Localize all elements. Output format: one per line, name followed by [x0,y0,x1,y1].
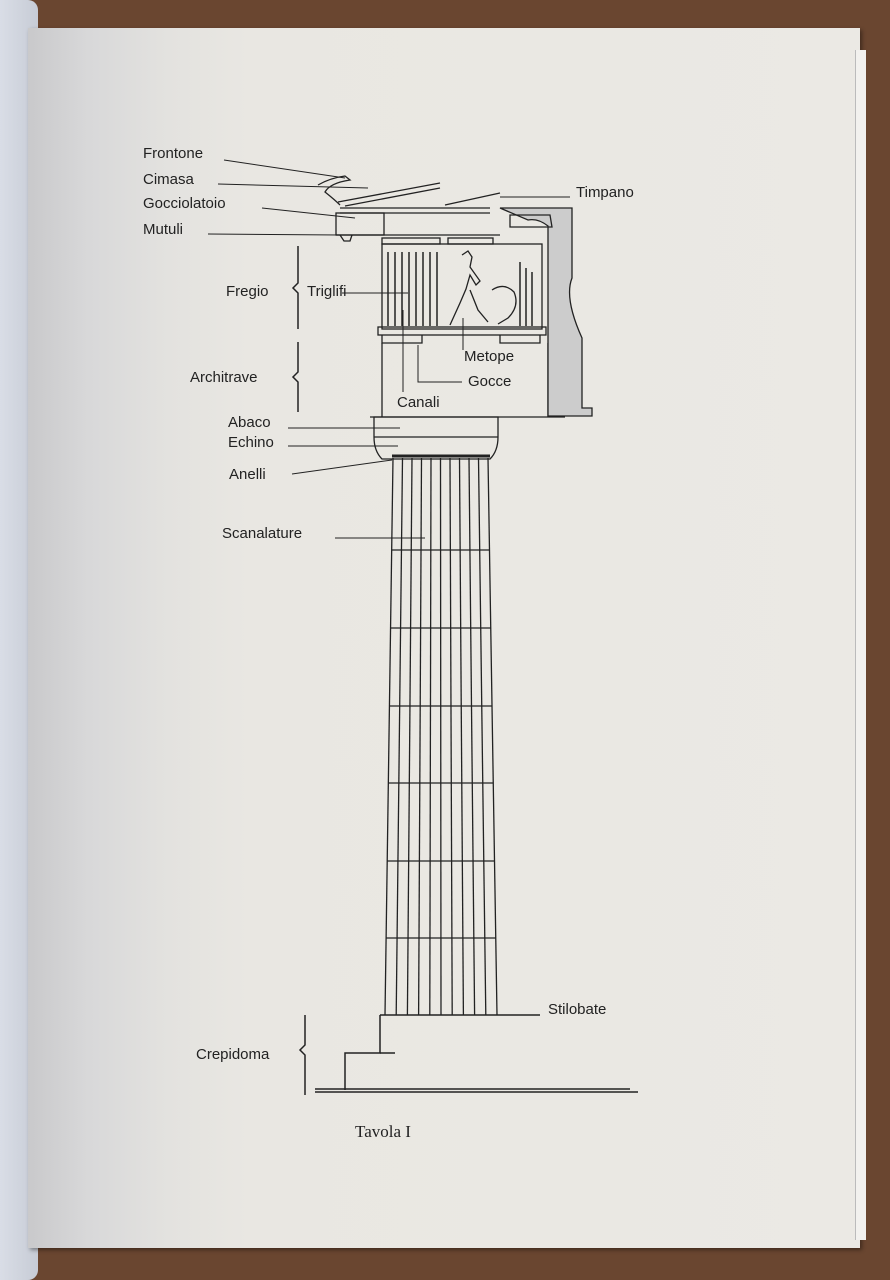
flute-line [395,457,404,1016]
flute-line [477,457,487,1016]
braces [291,246,306,1095]
label-timpano: Timpano [576,184,634,201]
label-stilobate: Stilobate [548,1001,607,1018]
flute-line [439,457,442,1016]
flute-line [487,457,498,1016]
book-page [28,28,860,1248]
label-architrave: Architrave [190,369,258,386]
crepidoma-steps [315,1014,638,1093]
frieze [377,243,547,344]
mutules [381,237,494,245]
label-fregio: Fregio [226,283,269,300]
label-gocce: Gocce [468,373,512,390]
plate-caption: Tavola I [355,1122,411,1141]
flute-line [384,457,394,1016]
flute-line [429,457,432,1016]
label-cimasa: Cimasa [143,171,194,188]
metope-sculpture [449,250,517,326]
flute-line [458,457,465,1016]
flute-line [406,457,413,1016]
label-gocciolatoio: Gocciolatoio [143,195,226,212]
label-echino: Echino [228,434,274,451]
label-canali: Canali [397,394,440,411]
label-triglifi: Triglifi [307,283,347,300]
label-anelli: Anelli [229,466,266,483]
label-crepidoma: Crepidoma [196,1046,270,1063]
label-mutuli: Mutuli [143,221,184,238]
label-frontone: Frontone [143,145,204,162]
leader-lines [207,159,570,539]
label-abaco: Abaco [228,414,271,431]
label-metope: Metope [464,348,515,365]
flute-line [468,457,476,1016]
flute-line [417,457,423,1016]
column-shaft [384,457,498,1016]
capital [373,416,499,460]
page-stack-edge [855,50,866,1240]
cornice [317,175,501,242]
label-scanalature: Scanalature [222,525,303,542]
wall-section [499,207,593,417]
flute-line [449,457,453,1016]
